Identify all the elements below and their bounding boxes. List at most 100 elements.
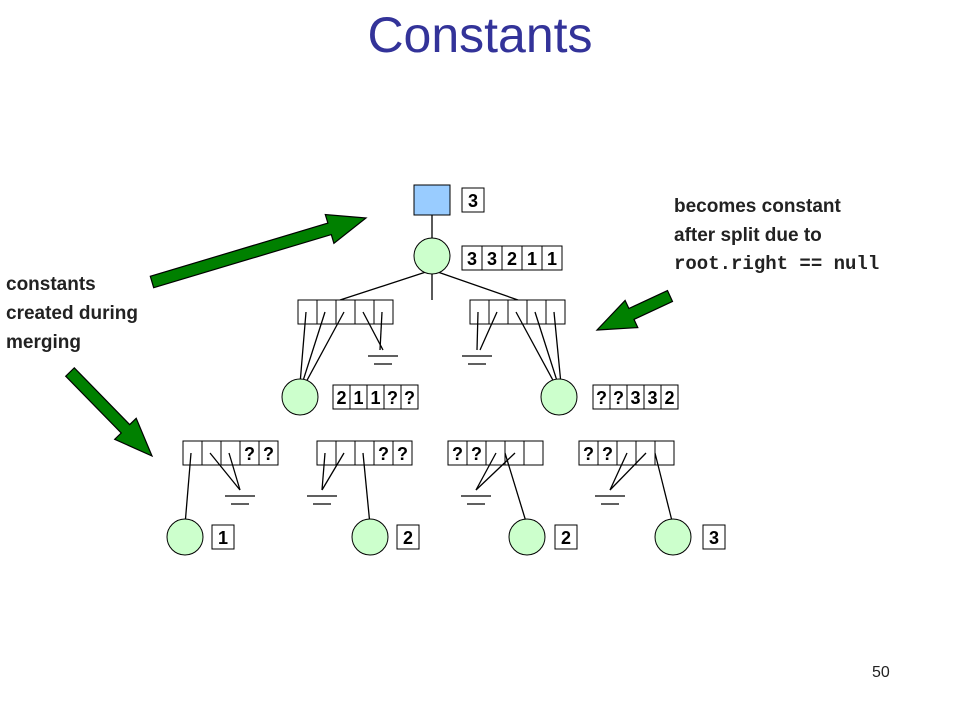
page-number: 50	[872, 664, 890, 681]
mid-left-array-value: 1	[370, 388, 380, 408]
leaf-array-3-null-b	[475, 452, 516, 491]
leaf-node-1-array-value: 1	[218, 528, 228, 548]
leaf-array-4-null-b	[609, 452, 647, 491]
right-pointer-array-cell	[469, 299, 490, 325]
left-ptr-edge-3	[304, 311, 345, 385]
right-ptr-edge-2	[534, 311, 559, 385]
left-ptr-edge-null	[362, 311, 384, 351]
mid-left-array-value: ?	[387, 388, 398, 408]
mid-left-array-value: ?	[404, 388, 415, 408]
leaf-node-3	[508, 518, 546, 556]
left-ptr-edge-2	[301, 311, 326, 385]
leaf-array-1-null-a	[209, 452, 241, 491]
leaf-pointer-array-4-cell	[654, 440, 675, 466]
right-ptr-edge-null	[476, 311, 479, 351]
leaf-pointer-array-3-cell	[523, 440, 544, 466]
mid-left-array-value: 2	[336, 388, 346, 408]
leaf-node-4-array-value: 3	[709, 528, 719, 548]
leaf-pointer-array-4-value: ?	[583, 444, 594, 464]
leaf-pointer-array-2-cell	[316, 440, 337, 466]
root-node-array-value: 3	[467, 249, 477, 269]
leaf-pointer-array-4-value: ?	[602, 444, 613, 464]
root-node-array-cell	[541, 245, 563, 271]
left-pointer-array-cell	[354, 299, 375, 325]
mid-right-array-value: ?	[596, 388, 607, 408]
right-pointer-array-cell	[488, 299, 509, 325]
right-pointer-array-cell	[526, 299, 547, 325]
mid-right-array-value: 3	[647, 388, 657, 408]
leaf-pointer-array-2-value: ?	[378, 444, 389, 464]
left-annotation-line-3: merging	[6, 332, 81, 353]
right-pointer-array-cell	[507, 299, 528, 325]
right-ptr-edge-3	[553, 311, 562, 385]
leaf-array-4-edge	[654, 452, 674, 526]
left-annotation: constants created during merging	[6, 270, 138, 357]
root-to-left-array	[339, 269, 433, 301]
leaf-pointer-array-1-cell	[201, 440, 222, 466]
leaf-node-3-array-value: 2	[561, 528, 571, 548]
right-ptr-edge-1	[515, 311, 556, 385]
left-pointer-array-cell	[373, 299, 394, 325]
leaf-node-4-array-cell	[702, 524, 726, 550]
leaf-pointer-array-2-cell	[392, 440, 413, 466]
left-ptr-edge-1	[299, 311, 307, 385]
leaf-pointer-array-1-cell	[220, 440, 241, 466]
leaf-pointer-array-1-value: ?	[244, 444, 255, 464]
leaf-pointer-array-2-cell	[354, 440, 375, 466]
leaf-node-2	[351, 518, 389, 556]
root-node-array-value: 1	[527, 249, 537, 269]
root-node-array-value: 2	[507, 249, 517, 269]
leaf-node-4	[654, 518, 692, 556]
leaf-array-1-edge	[184, 452, 192, 526]
mid-left-node	[281, 378, 319, 416]
root-square-array-value: 3	[468, 191, 478, 211]
right-pointer-array-cell	[545, 299, 566, 325]
leaf-array-2-null-a	[321, 452, 326, 491]
right-annotation: becomes constant after split due to root…	[674, 192, 879, 279]
leaf-node-3-array-cell	[554, 524, 578, 550]
root-to-right-array	[431, 269, 519, 301]
left-ptr-edge-null-2	[379, 311, 383, 351]
root-node-array-value: 1	[547, 249, 557, 269]
leaf-pointer-array-1-cell	[258, 440, 279, 466]
right-annotation-code: root.right == null	[674, 253, 880, 275]
leaf-pointer-array-3-value: ?	[471, 444, 482, 464]
arrow-to-right-array	[595, 289, 674, 331]
arrow-to-leaf-arrays	[64, 366, 154, 458]
root-square-array-cell	[461, 187, 485, 213]
arrow-to-root	[149, 213, 368, 289]
root-square	[413, 184, 451, 216]
mid-left-array-value: 1	[353, 388, 363, 408]
leaf-node-1-array-cell	[211, 524, 235, 550]
leaf-pointer-array-1-cell	[182, 440, 203, 466]
left-pointer-array-cell	[316, 299, 337, 325]
leaf-array-3-edge	[504, 452, 528, 526]
leaf-array-3-null-a	[475, 452, 497, 491]
mid-right-array-value: 3	[630, 388, 640, 408]
leaf-pointer-array-3-value: ?	[452, 444, 463, 464]
mid-right-node	[540, 378, 578, 416]
mid-right-array-value: 2	[664, 388, 674, 408]
leaf-node-2-array-value: 2	[403, 528, 413, 548]
leaf-array-2-edge	[362, 452, 371, 526]
right-annotation-line-1: becomes constant	[674, 196, 841, 217]
page-title: Constants	[367, 7, 593, 63]
left-annotation-line-2: created during	[6, 303, 138, 324]
leaf-node-2-array-cell	[396, 524, 420, 550]
mid-left-array-cell	[400, 384, 419, 410]
leaf-node-1	[166, 518, 204, 556]
left-pointer-array-cell	[297, 299, 318, 325]
left-annotation-line-1: constants	[6, 274, 96, 295]
mid-right-array-value: ?	[613, 388, 624, 408]
leaf-array-1-null-b	[228, 452, 241, 491]
mid-right-array-cell	[660, 384, 679, 410]
right-annotation-line-2: after split due to	[674, 225, 822, 246]
leaf-pointer-array-1-value: ?	[263, 444, 274, 464]
leaf-array-4-null-a	[609, 452, 628, 491]
root-node-array-value: 3	[487, 249, 497, 269]
leaf-pointer-array-2-value: ?	[397, 444, 408, 464]
root-node	[413, 237, 451, 275]
right-ptr-edge-null-2	[479, 311, 498, 351]
leaf-array-2-null-b	[321, 452, 345, 491]
